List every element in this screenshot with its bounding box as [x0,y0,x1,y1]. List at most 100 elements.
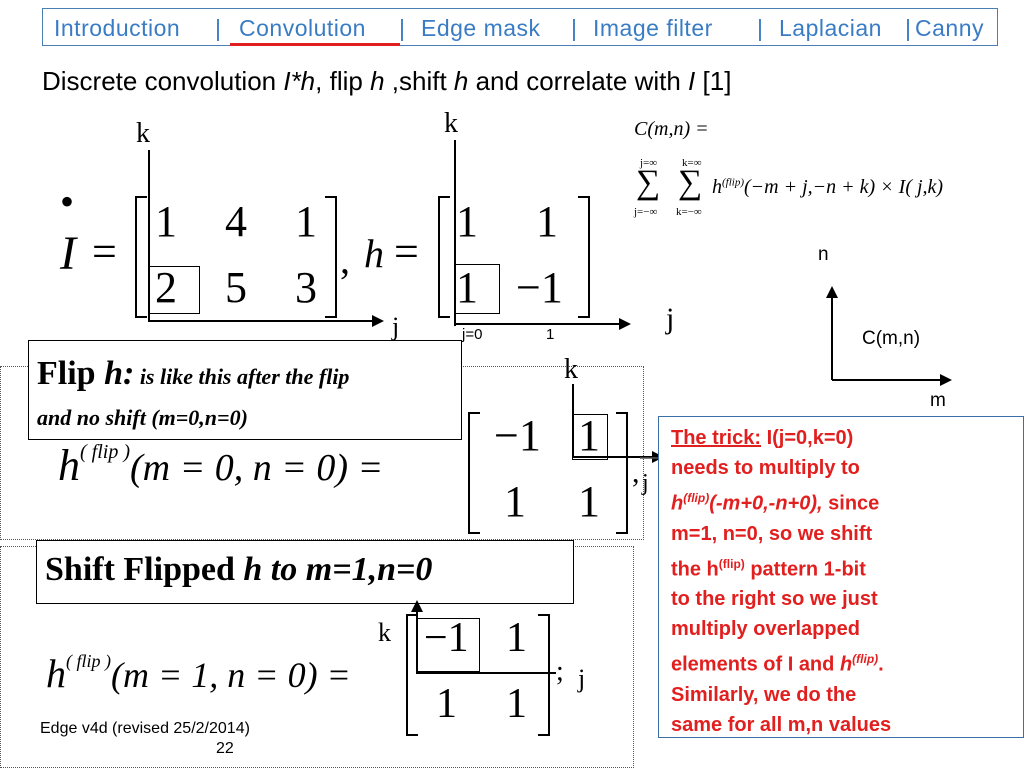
shift-axis-j-label: j [578,664,586,693]
axis-j-label-I: j [392,312,400,341]
shift-cell: 1 [506,615,527,661]
matrix-h-right-bracket [578,196,590,318]
flip-cell: −1 [494,411,541,460]
axis-n-label: n [818,244,829,265]
matrix-h-cell: 1 [456,197,478,246]
arrow-j-h [619,318,631,330]
nav-introduction[interactable]: Introduction [54,15,181,41]
nav-separator: | [399,15,405,41]
matrix-h-label: h [364,231,384,276]
sigma-j: ∑ [636,164,661,201]
flip-box: Flip h: is like this after the flip and … [28,340,462,440]
flip-left-bracket [468,412,480,534]
shift-equation: h( flip )(m = 1, n = 0) = [46,651,351,696]
axis-k-label-I: k [136,118,150,149]
shift-cell: −1 [424,615,469,661]
trick-line-7: multiply overlapped [671,618,860,641]
flip-axis-j [572,456,654,458]
shift-box: Shift Flipped h to m=1,n=0 [36,540,574,604]
trick-line-2: needs to multiply to [671,457,860,479]
highlight-box [148,266,200,314]
flip-axis-k-label: k [564,354,578,385]
nav-canny[interactable]: Canny [915,15,984,41]
matrix-I-cell: 1 [155,197,177,246]
axis-k-I [148,150,150,322]
axis-m-label: m [930,390,946,411]
shift-right-bracket [538,614,550,736]
formula-lhs: C(m,n) = [634,118,709,140]
shift-axis-j [416,672,556,674]
axis-k-label-h: k [444,108,458,139]
shift-axis-k [416,608,418,674]
flip-cell: 1 [578,411,600,460]
nav-separator: | [215,15,221,41]
trick-line-10: same for all m,n values [671,713,892,736]
flip-cell: 1 [578,477,600,526]
shift-cell: 1 [436,681,457,727]
axis-j-h [454,323,624,325]
trick-line-6: to the right so we just [671,588,878,611]
tick-label-j1: 1 [546,326,555,343]
matrix-I-eq: = [92,227,117,276]
matrix-I-cell: 5 [225,263,247,312]
shift-cell: 1 [506,681,527,727]
sum-k-top: k=∞ [682,157,702,169]
trick-line-3: h(flip)(-m+0,-n+0), since [671,491,880,515]
flip-equation: h( flip )(m = 0, n = 0) = [58,441,384,490]
tick-label-j0: j=0 [462,326,483,343]
matrix-I-cell: 3 [295,263,317,312]
matrix-I-left-bracket [135,196,147,318]
shift-left-bracket [406,614,418,736]
axis-cmn-label: C(m,n) [862,328,921,349]
matrix-I-cell: 1 [295,197,317,246]
flip-axis-k [572,384,574,458]
flip-comma: , [632,456,640,489]
nav-image-filter[interactable]: Image filter [593,15,713,41]
sigma-k: ∑ [678,164,703,201]
shift-box-heading: Shift Flipped h to m=1,n=0 [45,551,433,588]
nav-convolution[interactable]: Convolution [239,15,366,41]
nav-edge-mask[interactable]: Edge mask [421,15,541,41]
page-number: 22 [216,740,234,757]
trick-line-4: m=1, n=0, so we shift [671,522,873,545]
matrix-h-cell: 1 [456,263,478,312]
small-axes [826,286,952,386]
flip-box-line2: and no shift (m=0,n=0) [37,405,248,430]
axis-j-label-h: j [666,302,675,335]
slide-title: Discrete convolution I*h, flip h ,shift … [42,66,732,96]
arrow-j-I [372,315,384,327]
nav-laplacian[interactable]: Laplacian [779,15,882,41]
flip-axis-j-label: j [642,470,649,496]
footer-text: Edge v4d (revised 25/2/2014) [40,720,250,737]
sum-j-top: j=∞ [640,157,658,169]
trick-line-9: Similarly, we do the [671,683,857,706]
comma: , [340,237,350,282]
sum-j-bot: j=−∞ [634,206,658,218]
trick-box: The trick: I(j=0,k=0) needs to multiply … [658,416,1024,738]
nav-separator: | [757,15,763,41]
matrix-I-cell: 2 [155,263,177,312]
highlight-box [454,264,500,314]
sum-k-bot: k=−∞ [676,206,702,218]
matrix-h-cell: −1 [516,263,563,312]
formula-body: h(flip)(−m + j,−n + k) × I( j,k) [712,176,944,198]
bullet: • [60,179,75,224]
flip-box-heading: Flip h: is like this after the flip [37,355,350,392]
trick-line-1: The trick: I(j=0,k=0) [671,427,854,449]
shift-arrow-k [411,600,423,612]
matrix-I-right-bracket [325,196,337,318]
axis-k-h [454,140,456,326]
active-tab-underline [230,43,400,46]
trick-line-8: elements of I and h(flip). [671,652,884,676]
matrix-I-label: I [60,227,76,280]
matrix-I-cell: 4 [225,197,247,246]
shift-semicolon: ; [556,656,564,687]
trick-line-5: the h(flip) pattern 1-bit [671,556,866,581]
axis-j-I [148,320,378,322]
nav-separator: | [905,15,911,41]
shift-axis-k-label: k [378,618,391,647]
flip-cell: 1 [504,477,526,526]
flip-right-bracket [616,412,628,534]
matrix-h-left-bracket [438,196,450,318]
matrix-h-cell: 1 [536,197,558,246]
